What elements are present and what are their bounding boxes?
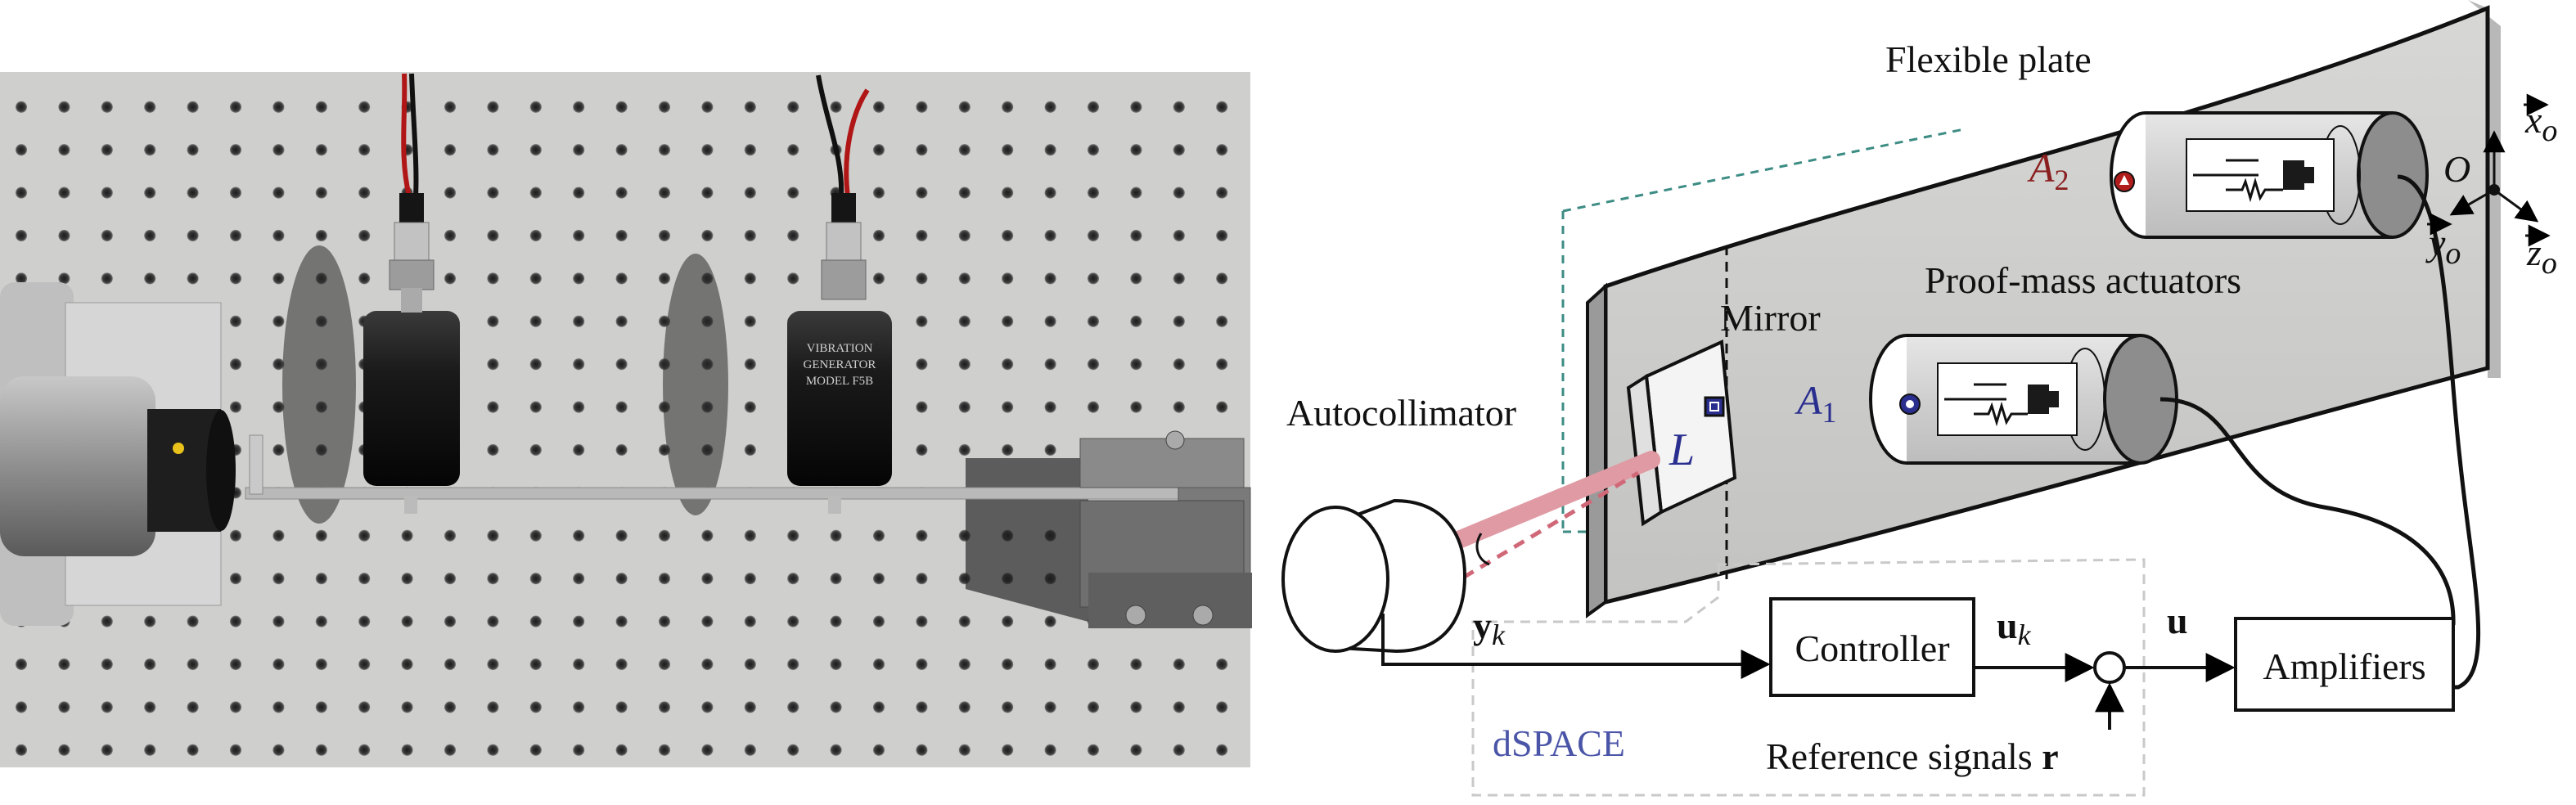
autocollimator-label: Autocollimator (1286, 392, 1516, 434)
signal-u-label: u (2167, 600, 2188, 641)
autocollimator-head-icon (0, 282, 236, 626)
actuator-a1-label: A1 (1795, 377, 1837, 429)
wire-1 (401, 73, 412, 197)
flexible-plate-label: Flexible plate (1885, 38, 2092, 80)
schematic-panel: L (1281, 0, 2557, 797)
signal-yk-line (1381, 614, 1771, 679)
shadow-left (282, 245, 356, 524)
mirror-symbol: L (1669, 425, 1695, 475)
axis-y-letter: y (2425, 222, 2446, 263)
summing-junction (2093, 651, 2126, 684)
actuator-label-1: VIBRATION (807, 342, 873, 355)
dspace-box (1471, 558, 2146, 797)
signal-uk-letter: u (1997, 605, 2018, 646)
proof-mass-actuator-photo-1 (363, 193, 460, 514)
actuator-a2-letter: A (2027, 145, 2055, 191)
laser-return (1445, 470, 1640, 590)
actuator-label-2: GENERATOR (804, 358, 876, 371)
signal-uk-label: uk (1997, 605, 2032, 651)
dspace-label: dSPACE (1493, 722, 1625, 764)
mirror (1626, 340, 1737, 527)
amplifiers-box (2234, 617, 2455, 712)
autocollimator-icon (1281, 498, 1467, 654)
amplifiers-label: Amplifiers (2263, 645, 2425, 687)
wire-2b (844, 88, 870, 197)
wall-edge (2468, 0, 2501, 378)
actuator-a1-letter: A (1795, 377, 1822, 423)
origin-label: O (2443, 148, 2470, 190)
beam (245, 487, 1179, 500)
reference-signals-text: Reference signals (1766, 735, 2042, 777)
controller-label: Controller (1795, 627, 1949, 669)
axis-z-label: zo (2526, 232, 2557, 281)
laser-beam (1438, 451, 1660, 554)
wire-2 (816, 74, 844, 197)
proof-mass-actuator-photo-2: VIBRATION GENERATOR MODEL F5B (787, 193, 892, 514)
mirror-label: Mirror (1720, 297, 1821, 339)
signal-yk-sub: k (1492, 618, 1506, 651)
actuator-a1-sub: 1 (1822, 396, 1837, 429)
axis-z-sub: o (2542, 246, 2557, 281)
shadow-center (663, 254, 728, 515)
axis-x-sub: o (2542, 114, 2557, 148)
actuator-a2-sub: 2 (2055, 164, 2069, 196)
clamp-icon (1079, 430, 1252, 628)
reference-signals-label: Reference signals r (1766, 735, 2059, 777)
wire-1b (409, 73, 419, 197)
cable-a1 (2159, 397, 2456, 626)
actuator-a2-schematic (2110, 111, 2429, 239)
signal-yk-letter: y (1473, 605, 1492, 646)
beam-bracket (249, 434, 263, 495)
signal-uk-sub: k (2018, 618, 2032, 651)
signal-yk-label: yk (1473, 605, 1506, 651)
actuator-label-3: MODEL F5B (806, 375, 873, 388)
proof-mass-actuators-label: Proof-mass actuators (1925, 259, 2241, 301)
laser-angle (1475, 533, 1490, 566)
axis-x-label: xo (2524, 99, 2557, 148)
actuator-a2-label: A2 (2027, 145, 2069, 196)
axis-z-letter: z (2526, 232, 2542, 273)
controller-box (1769, 597, 1975, 697)
axis-y-sub: o (2445, 236, 2461, 271)
actuator-a1-schematic (1869, 334, 2178, 465)
coordinate-frame (2449, 130, 2539, 223)
reference-r: r (2042, 735, 2058, 777)
zoom-lines (1561, 128, 1965, 533)
plate-thickness (1586, 282, 1607, 618)
photo-panel: VIBRATION GENERATOR MODEL F5B (0, 72, 1252, 767)
